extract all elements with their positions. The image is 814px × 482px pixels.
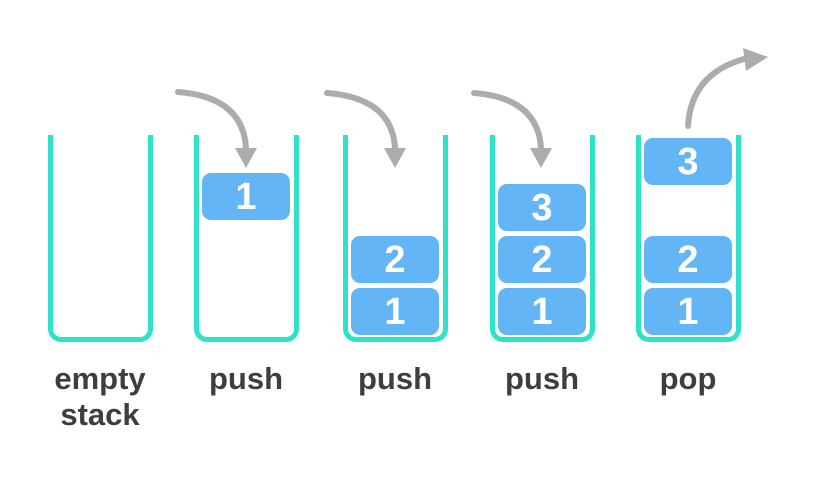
empty-stack-outline [48, 135, 153, 342]
stack-block: 1 [351, 288, 439, 335]
stage-label-line: push [504, 361, 580, 396]
stack-block: 3 [498, 184, 586, 231]
stack-block: 2 [351, 236, 439, 283]
stack-block-popped: 3 [644, 138, 732, 185]
push-3-stack-outline: 3 2 1 [490, 135, 595, 342]
push-arrow-icon-3 [471, 90, 552, 168]
stage-label-push-2: push [315, 361, 475, 397]
push-1-stack-outline: 1 [194, 135, 299, 342]
stage-label-line: push [357, 361, 433, 396]
pop-stack-outline: 3 2 1 [636, 135, 741, 342]
stage-label-push-3: push [462, 361, 622, 397]
stage-label-line: pop [659, 361, 717, 396]
stage-label-line: empty [54, 361, 146, 396]
stack-block-pushed: 1 [202, 173, 290, 220]
stack-block: 2 [644, 236, 732, 283]
push-2-stack-outline: 2 1 [343, 135, 448, 342]
stack-block: 1 [644, 288, 732, 335]
push-arrow-icon-1 [175, 89, 257, 168]
stage-label-pop: pop [608, 361, 768, 397]
stage-label-line: push [208, 361, 284, 396]
push-arrow-icon-2 [324, 90, 406, 168]
stage-label-line: stack [60, 397, 140, 432]
stack-block: 1 [498, 288, 586, 335]
stage-label-empty-stack: empty stack [20, 361, 180, 433]
pop-arrow-icon [685, 48, 768, 129]
stack-block: 2 [498, 236, 586, 283]
stage-label-push-1: push [166, 361, 326, 397]
